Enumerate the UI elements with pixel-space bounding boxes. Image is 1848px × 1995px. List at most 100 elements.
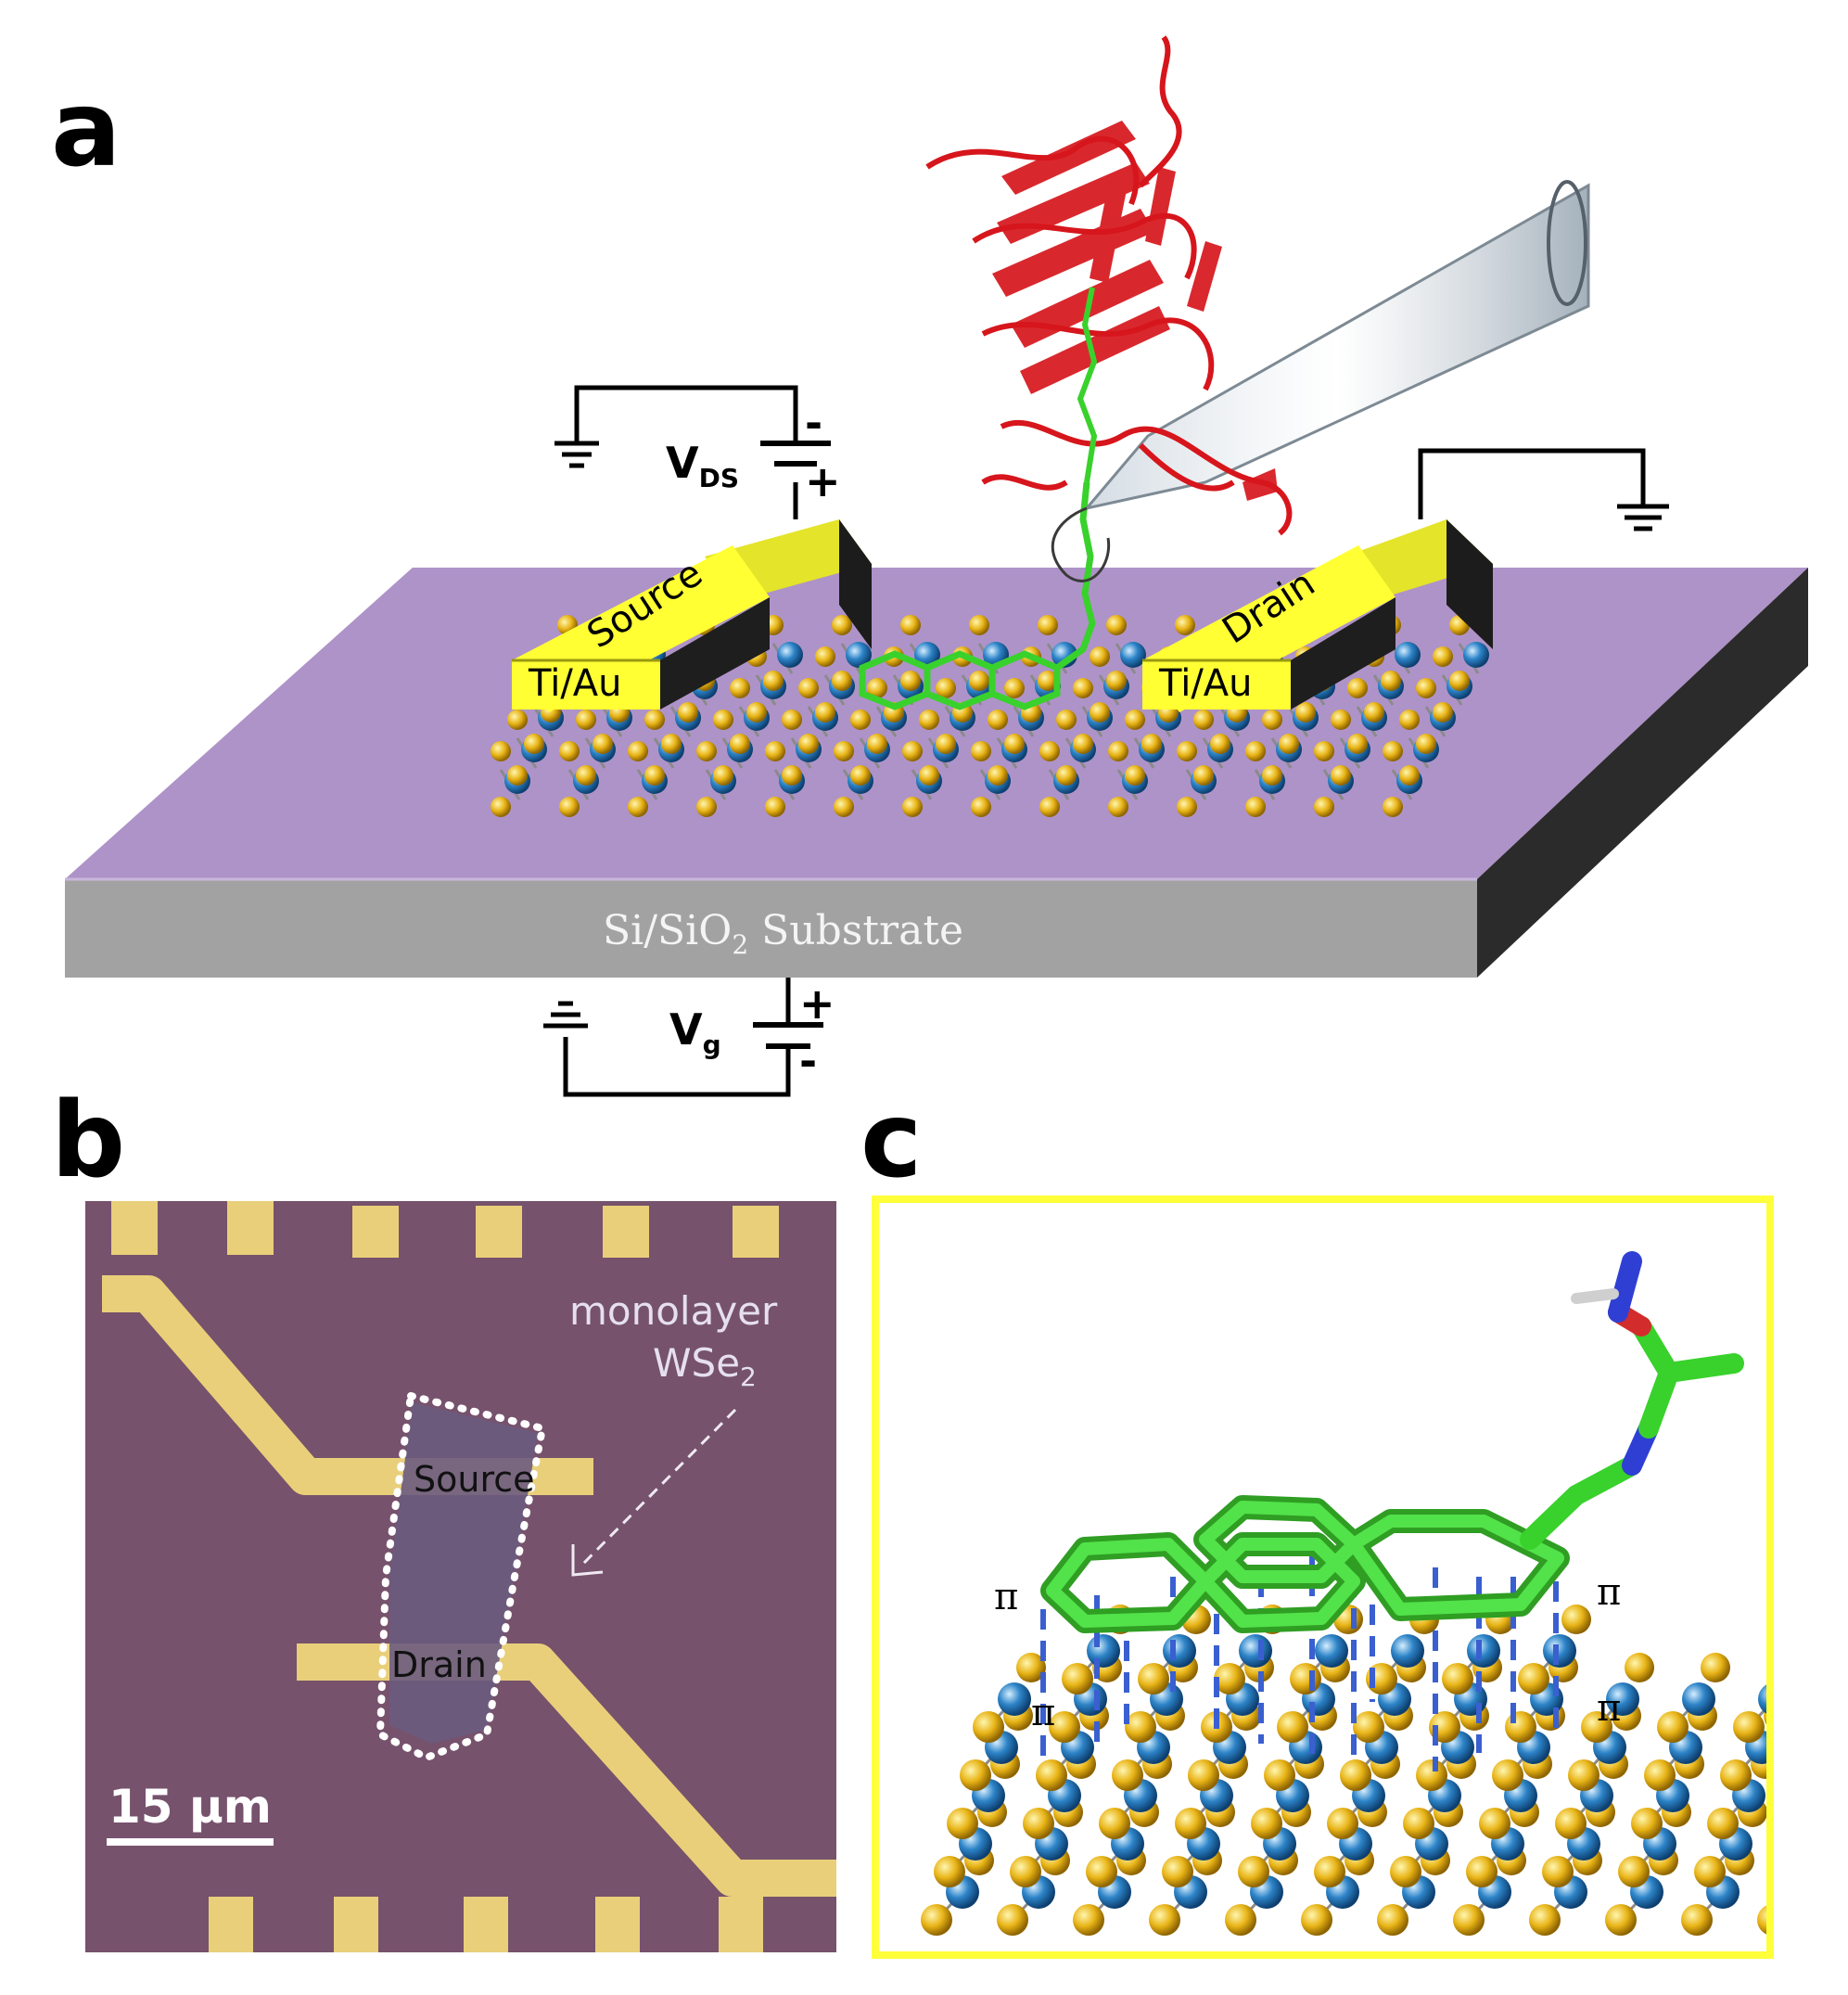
- tungsten-atom: [1087, 1634, 1120, 1668]
- selenium-atom: [1796, 1759, 1828, 1791]
- selenium-atom: [1177, 741, 1197, 761]
- selenium-atom: [1403, 1808, 1434, 1839]
- selenium-atom: [1733, 1711, 1765, 1743]
- selenium-atom: [988, 765, 1008, 786]
- selenium-atom: [1399, 710, 1420, 730]
- selenium-atom: [1039, 741, 1060, 761]
- selenium-atom: [1264, 1759, 1295, 1791]
- atom-bond: [1786, 1844, 1812, 1872]
- selenium-atom: [971, 797, 991, 817]
- selenium-atom: [973, 1711, 1004, 1743]
- selenium-atom: [1840, 1701, 1848, 1731]
- selenium-atom: [593, 734, 613, 754]
- selenium-atom: [678, 702, 698, 723]
- tungsten-atom: [1120, 642, 1146, 668]
- selenium-atom: [1023, 1808, 1054, 1839]
- tungsten-atom: [1834, 1682, 1848, 1716]
- wse2-label: WSe2: [653, 1340, 757, 1392]
- vg-circuit: [543, 978, 823, 1097]
- selenium-atom: [900, 671, 921, 691]
- selenium-atom: [746, 702, 767, 723]
- selenium-atom: [507, 710, 528, 730]
- tungsten-atom: [1395, 642, 1421, 668]
- selenium-atom: [713, 765, 733, 786]
- selenium-atom: [1644, 1759, 1676, 1791]
- contact-label-right: Ti/Au: [1158, 662, 1253, 705]
- selenium-atom: [1106, 671, 1127, 691]
- selenium-atom: [1618, 1856, 1650, 1887]
- selenium-atom: [1327, 1808, 1358, 1839]
- selenium-atom: [1383, 797, 1403, 817]
- tungsten-atom: [1758, 1684, 1766, 1714]
- selenium-atom: [1262, 710, 1282, 730]
- selenium-atom: [1783, 1808, 1815, 1839]
- selenium-atom: [1364, 702, 1384, 723]
- selenium-atom: [1757, 1905, 1766, 1935]
- selenium-atom: [832, 615, 852, 635]
- substrate-right-face: [1477, 568, 1808, 978]
- selenium-atom: [850, 765, 871, 786]
- selenium-atom: [1225, 1904, 1256, 1936]
- selenium-atom: [765, 797, 785, 817]
- substrate-label: Si/SiO2 Substrate: [603, 907, 963, 960]
- selenium-atom: [661, 734, 682, 754]
- tungsten-atom: [846, 642, 872, 668]
- selenium-atom: [507, 765, 528, 786]
- selenium-atom: [576, 765, 596, 786]
- selenium-atom: [1245, 741, 1266, 761]
- pyrene-rings-highlight: [1046, 1501, 1564, 1628]
- flake-arrow-head: [571, 1544, 604, 1577]
- selenium-atom: [765, 741, 785, 761]
- selenium-atom: [1770, 1856, 1802, 1887]
- tungsten-atom: [1808, 1779, 1842, 1812]
- selenium-atom: [1073, 1904, 1104, 1936]
- selenium-atom: [1416, 734, 1436, 754]
- selenium-atom: [1561, 1605, 1591, 1634]
- selenium-atom: [832, 671, 852, 691]
- selenium-atom: [1108, 797, 1128, 817]
- selenium-atom: [559, 741, 580, 761]
- selenium-atom: [902, 741, 923, 761]
- tungsten-atom: [1163, 1634, 1196, 1668]
- selenium-atom: [1353, 1711, 1384, 1743]
- selenium-atom: [867, 734, 887, 754]
- selenium-atom: [1301, 1904, 1332, 1936]
- tungsten-atom: [1682, 1682, 1715, 1716]
- selenium-atom: [1038, 615, 1058, 635]
- selenium-atom: [763, 671, 784, 691]
- vds-plus: +: [805, 456, 841, 506]
- selenium-atom: [1290, 1663, 1321, 1694]
- selenium-atom: [1279, 734, 1299, 754]
- linker-chain: [1520, 1251, 1744, 1550]
- selenium-atom: [1106, 615, 1127, 635]
- pi-label-bottom-left: π: [1031, 1692, 1055, 1734]
- selenium-atom: [1314, 797, 1334, 817]
- selenium-atom: [834, 741, 854, 761]
- selenium-atom: [1090, 646, 1110, 667]
- tungsten-atom: [777, 642, 803, 668]
- selenium-atom: [1162, 1856, 1193, 1887]
- selenium-atom: [1214, 1663, 1245, 1694]
- selenium-atom: [1542, 1856, 1574, 1887]
- selenium-atom: [1277, 1711, 1308, 1743]
- selenium-atom: [1238, 1856, 1269, 1887]
- vds-circuit: [554, 385, 831, 519]
- tungsten-atom: [998, 1682, 1031, 1716]
- scale-bar-label: 15 μm: [108, 1780, 272, 1834]
- selenium-atom: [1004, 734, 1025, 754]
- selenium-atom: [1141, 734, 1162, 754]
- tungsten-atom: [1463, 642, 1489, 668]
- tungsten-atom: [1606, 1682, 1639, 1716]
- selenium-atom: [1062, 1663, 1093, 1694]
- selenium-atom: [997, 1904, 1028, 1936]
- selenium-atom: [919, 710, 939, 730]
- tungsten-atom: [1782, 1875, 1816, 1909]
- tungsten-atom: [1315, 1634, 1348, 1668]
- selenium-atom: [1416, 678, 1436, 698]
- tungsten-atom: [1239, 1634, 1272, 1668]
- selenium-atom: [696, 797, 717, 817]
- selenium-atom: [730, 678, 750, 698]
- selenium-atom: [1177, 797, 1197, 817]
- substrate-front-face: [65, 879, 1477, 978]
